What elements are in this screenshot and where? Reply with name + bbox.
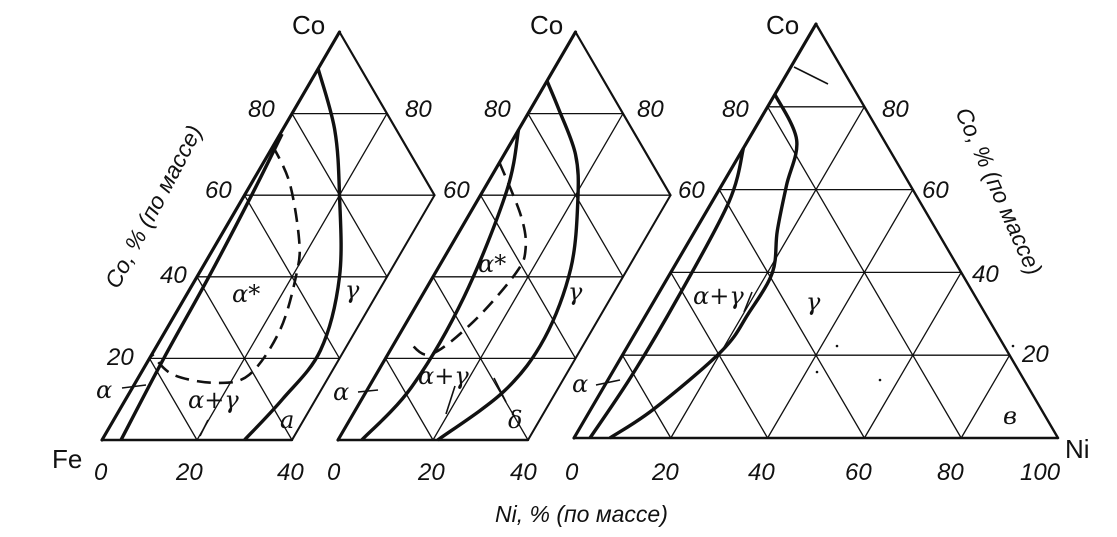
phase-extra-p1: a — [280, 406, 294, 434]
p3-grid-ni-40 — [766, 188, 914, 439]
phase-alpha-p2: α — [333, 378, 349, 406]
p3-fe-co-edge — [572, 22, 818, 440]
pointer-alpha-gamma-p1 — [199, 419, 209, 437]
label-pointers — [121, 66, 829, 437]
co-axis-title-left: Co, % (по массе) — [99, 121, 207, 293]
tick-p1-co-80: 80 — [248, 96, 275, 123]
phase-gamma-p3: γ — [806, 288, 821, 316]
tick-p3-ni-20: 20 — [651, 459, 679, 486]
tick-p3-right-60: 60 — [922, 177, 949, 204]
vertex-co-label-2: Co — [530, 10, 563, 40]
stray-dots — [815, 344, 1015, 382]
p2-cut-edge — [527, 194, 672, 441]
tick-p1-co-60: 60 — [205, 177, 232, 204]
tick-p1-ni-40: 40 — [277, 459, 304, 486]
p3-grid-fe-40 — [718, 188, 866, 439]
p3-grid-fe-80 — [621, 354, 672, 439]
pointer-alpha-p1 — [121, 384, 147, 389]
p1-alpha-star-dashed-curve — [150, 145, 302, 385]
p1-gamma-boundary-curve — [243, 68, 343, 442]
p3-alpha-boundary-curve — [588, 147, 746, 439]
tick-p3-ni-0: 0 — [565, 459, 579, 486]
tick-p2-ni-40: 40 — [510, 459, 537, 486]
tick-p3-co-80: 80 — [722, 96, 749, 123]
p2-alpha-star-dashed-curve — [408, 162, 528, 357]
tick-p2-ni-0: 0 — [327, 459, 341, 486]
phase-alpha-star-p2: α* — [478, 250, 506, 278]
tick-p2-ni-20: 20 — [417, 459, 445, 486]
p3-co-ni-edge — [814, 22, 1060, 440]
phase-alpha-p1: α — [96, 376, 112, 404]
p2-grid-fe-60 — [432, 276, 529, 441]
phase-alpha-gamma-p3: α+γ — [693, 282, 744, 310]
tick-p2-co-80: 80 — [484, 96, 511, 123]
tick-p3-ni-80: 80 — [937, 459, 964, 486]
pointer-alpha-gamma-p2 — [445, 385, 456, 415]
tick-p2-right-60: 60 — [678, 177, 705, 204]
tick-p3-right-80: 80 — [882, 96, 909, 123]
pointer-alpha-gamma-p3 — [743, 291, 753, 313]
tick-p3-ni-40: 40 — [748, 459, 775, 486]
vertex-ni-label: Ni — [1065, 434, 1090, 464]
pointer-alpha-p3 — [595, 379, 621, 386]
ni-axis-title: Ni, % (по массе) — [495, 501, 668, 527]
phase-gamma-p2: γ — [568, 278, 583, 306]
tick-p1-right-60: 60 — [443, 177, 470, 204]
p3-grid-ni-80 — [960, 354, 1011, 439]
phase-alpha-gamma-p2: α+γ — [418, 362, 469, 390]
phase-boundaries — [119, 68, 799, 442]
p1-grid-fe-60 — [196, 276, 293, 441]
phase-extra-p2: δ — [508, 406, 522, 434]
tick-p1-ni-20: 20 — [175, 459, 203, 486]
tick-p2-right-80: 80 — [637, 96, 664, 123]
tick-p3-right-20: 20 — [1021, 341, 1049, 368]
p2-alpha-boundary-curve — [360, 129, 521, 442]
p3-gamma-boundary-curve — [608, 93, 799, 440]
pointer-alpha-p2 — [357, 389, 379, 393]
vertex-co-label-1: Co — [292, 10, 325, 40]
p2-grid-fe-80 — [384, 357, 434, 441]
p1-fe-co-edge — [100, 30, 342, 442]
p1-alpha-boundary-curve — [119, 133, 284, 441]
p3-grid-ni-60 — [863, 271, 962, 439]
vertex-fe-label: Fe — [52, 444, 82, 474]
p1-grid-fe-40 — [243, 194, 341, 360]
grid-lines — [100, 22, 1060, 442]
phase-gamma-p1: γ — [345, 276, 360, 304]
tick-p3-ni-100: 100 — [1020, 459, 1061, 486]
vertex-co-label-3: Co — [766, 10, 799, 40]
p2-fe-co-edge — [336, 30, 578, 442]
tick-p1-co-20: 20 — [106, 344, 134, 371]
phase-alpha-p3: α — [572, 370, 588, 398]
tick-p3-right-40: 40 — [972, 261, 999, 288]
phase-alpha-star-p1: α* — [232, 280, 260, 308]
tick-p1-ni-0: 0 — [94, 459, 108, 486]
pointer-delta-p2 — [493, 377, 507, 403]
phase-alpha-gamma-p1: α+γ — [188, 386, 239, 414]
tick-p1-right-80: 80 — [405, 96, 432, 123]
p1-cut-edge — [291, 194, 436, 441]
tick-p1-co-40: 40 — [160, 262, 187, 289]
co-axis-title-right: Co, % (по массе) — [950, 103, 1047, 278]
p2-gamma-boundary-curve — [436, 80, 581, 442]
tick-p3-ni-60: 60 — [845, 459, 872, 486]
top-dash-p3 — [793, 66, 829, 85]
phase-extra-p3: в — [1003, 402, 1017, 430]
